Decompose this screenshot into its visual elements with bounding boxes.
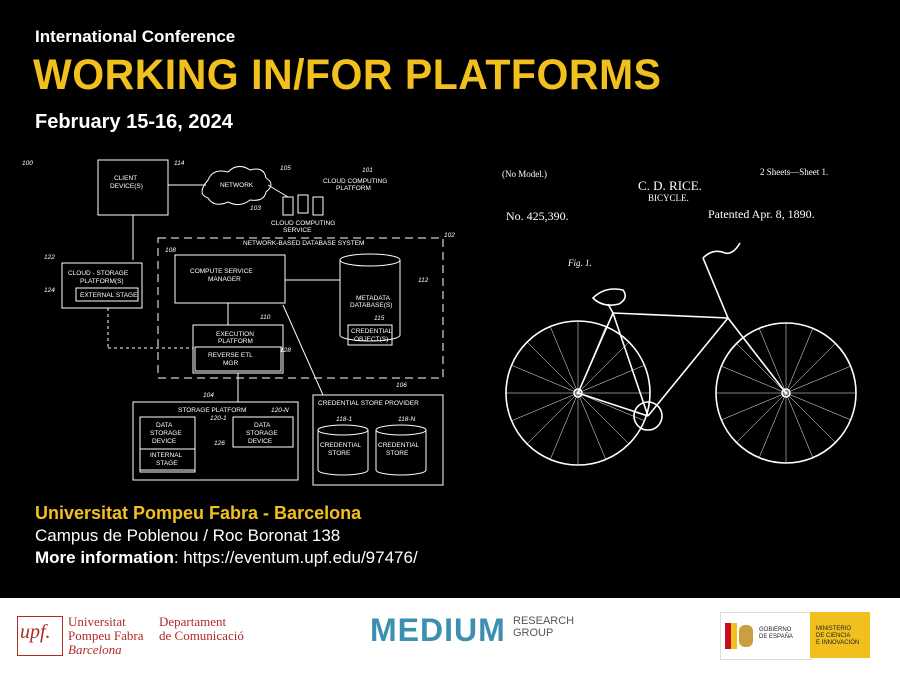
svg-text:MGR: MGR — [223, 360, 238, 367]
more-info-label: More information — [35, 548, 174, 567]
coat-of-arms-icon — [739, 625, 753, 647]
more-info-link[interactable]: : https://eventum.upf.edu/97476/ — [173, 548, 418, 567]
svg-text:CLOUD - STORAGE: CLOUD - STORAGE — [68, 270, 129, 277]
svg-text:105: 105 — [280, 165, 291, 172]
svg-text:126: 126 — [214, 440, 225, 447]
svg-text:STORE: STORE — [328, 450, 351, 457]
spain-government-logo: GOBIERNO DE ESPAÑA MINISTERIO DE CIENCIA… — [720, 612, 870, 660]
svg-text:115: 115 — [374, 315, 385, 322]
svg-text:STORAGE PLATFORM: STORAGE PLATFORM — [178, 407, 246, 414]
svg-text:DATA: DATA — [254, 422, 271, 429]
svg-text:110: 110 — [260, 314, 271, 321]
svg-text:CREDENTIAL: CREDENTIAL — [320, 442, 362, 449]
svg-text:STORE: STORE — [386, 450, 409, 457]
svg-text:PLATFORM(S): PLATFORM(S) — [80, 278, 124, 285]
svg-text:DATABASE(S): DATABASE(S) — [350, 302, 392, 309]
svg-text:PLATFORM: PLATFORM — [218, 338, 253, 345]
patent-inventor: C. D. RICE. — [638, 178, 702, 193]
svg-text:OBJECT(S): OBJECT(S) — [354, 336, 388, 343]
upf-logo — [17, 616, 63, 656]
bicycle-patent-drawing: (No Model.) 2 Sheets—Sheet 1. C. D. RICE… — [502, 167, 857, 466]
venue-name: Universitat Pompeu Fabra - Barcelona — [35, 503, 362, 523]
svg-text:CREDENTIAL STORE PROVIDER: CREDENTIAL STORE PROVIDER — [318, 400, 419, 407]
svg-text:122: 122 — [44, 254, 55, 261]
svg-text:DEVICE(S): DEVICE(S) — [110, 183, 143, 190]
diagram-network-label: NETWORK — [220, 182, 254, 189]
svg-text:114: 114 — [174, 160, 185, 167]
sponsor-footer: upf. Universitat Pompeu Fabra Barcelona … — [0, 598, 900, 675]
patent-subject: BICYCLE. — [648, 193, 689, 203]
svg-text:CLOUD COMPUTING: CLOUD COMPUTING — [323, 178, 387, 185]
svg-text:102: 102 — [444, 232, 455, 239]
svg-text:STAGE: STAGE — [156, 460, 178, 467]
svg-text:DEVICE: DEVICE — [248, 438, 273, 445]
svg-text:STORAGE: STORAGE — [150, 430, 182, 437]
svg-text:101: 101 — [362, 167, 373, 174]
svg-text:MANAGER: MANAGER — [208, 276, 241, 283]
svg-text:METADATA: METADATA — [356, 295, 391, 302]
svg-text:108: 108 — [165, 247, 176, 254]
conference-kicker: International Conference — [35, 27, 236, 46]
upf-name: Universitat Pompeu Fabra Barcelona — [68, 614, 144, 657]
svg-text:112: 112 — [418, 277, 429, 284]
svg-text:DEVICE: DEVICE — [152, 438, 177, 445]
patent-date: Patented Apr. 8, 1890. — [708, 207, 815, 221]
diagram-client-label: CLIENT — [114, 175, 137, 182]
svg-text:COMPUTE SERVICE: COMPUTE SERVICE — [190, 268, 253, 275]
svg-text:124: 124 — [44, 287, 55, 294]
patent-fig: Fig. 1. — [567, 258, 592, 268]
svg-text:REVERSE ETL: REVERSE ETL — [208, 352, 253, 359]
department-name: Departament de Comunicació — [159, 614, 244, 643]
conference-dates: February 15-16, 2024 — [35, 111, 233, 133]
svg-text:CLOUD COMPUTING: CLOUD COMPUTING — [271, 220, 335, 227]
svg-text:PLATFORM: PLATFORM — [336, 185, 371, 192]
research-group-label: RESEARCH GROUP — [513, 615, 575, 639]
more-information: More information: https://eventum.upf.ed… — [35, 548, 418, 568]
svg-text:CREDENTIAL: CREDENTIAL — [351, 328, 393, 335]
spain-flag-icon — [725, 623, 731, 649]
patent-number: No. 425,390. — [506, 209, 569, 223]
patent-sheets: 2 Sheets—Sheet 1. — [760, 167, 828, 177]
venue-address: Campus de Poblenou / Roc Boronat 138 — [35, 526, 341, 545]
svg-text:104: 104 — [203, 392, 214, 399]
diagram-nbds-label: NETWORK-BASED DATABASE SYSTEM — [243, 240, 364, 247]
upf-logo-text: upf. — [20, 621, 51, 643]
poster-main: International Conference WORKING IN/FOR … — [22, 27, 857, 568]
patent-model: (No Model.) — [502, 169, 547, 179]
svg-text:106: 106 — [396, 382, 407, 389]
svg-text:EXECUTION: EXECUTION — [216, 331, 254, 338]
svg-text:118-1: 118-1 — [336, 416, 353, 423]
svg-text:118-N: 118-N — [398, 416, 416, 423]
svg-text:CREDENTIAL: CREDENTIAL — [378, 442, 420, 449]
system-diagram: CLIENT DEVICE(S) NETWORK CLOUD COMPUTING… — [22, 159, 455, 486]
svg-text:120-1: 120-1 — [210, 415, 227, 422]
svg-text:EXTERNAL STAGE: EXTERNAL STAGE — [80, 292, 138, 299]
conference-title: WORKING IN/FOR PLATFORMS — [33, 50, 662, 99]
svg-text:120-N: 120-N — [271, 407, 289, 414]
medium-logo: MEDIUM — [370, 612, 506, 648]
svg-text:INTERNAL: INTERNAL — [150, 452, 183, 459]
svg-text:103: 103 — [250, 205, 261, 212]
svg-text:100: 100 — [22, 160, 33, 167]
svg-text:STORAGE: STORAGE — [246, 430, 278, 437]
svg-text:128: 128 — [280, 347, 291, 354]
svg-text:DATA: DATA — [156, 422, 173, 429]
svg-text:SERVICE: SERVICE — [283, 227, 312, 234]
